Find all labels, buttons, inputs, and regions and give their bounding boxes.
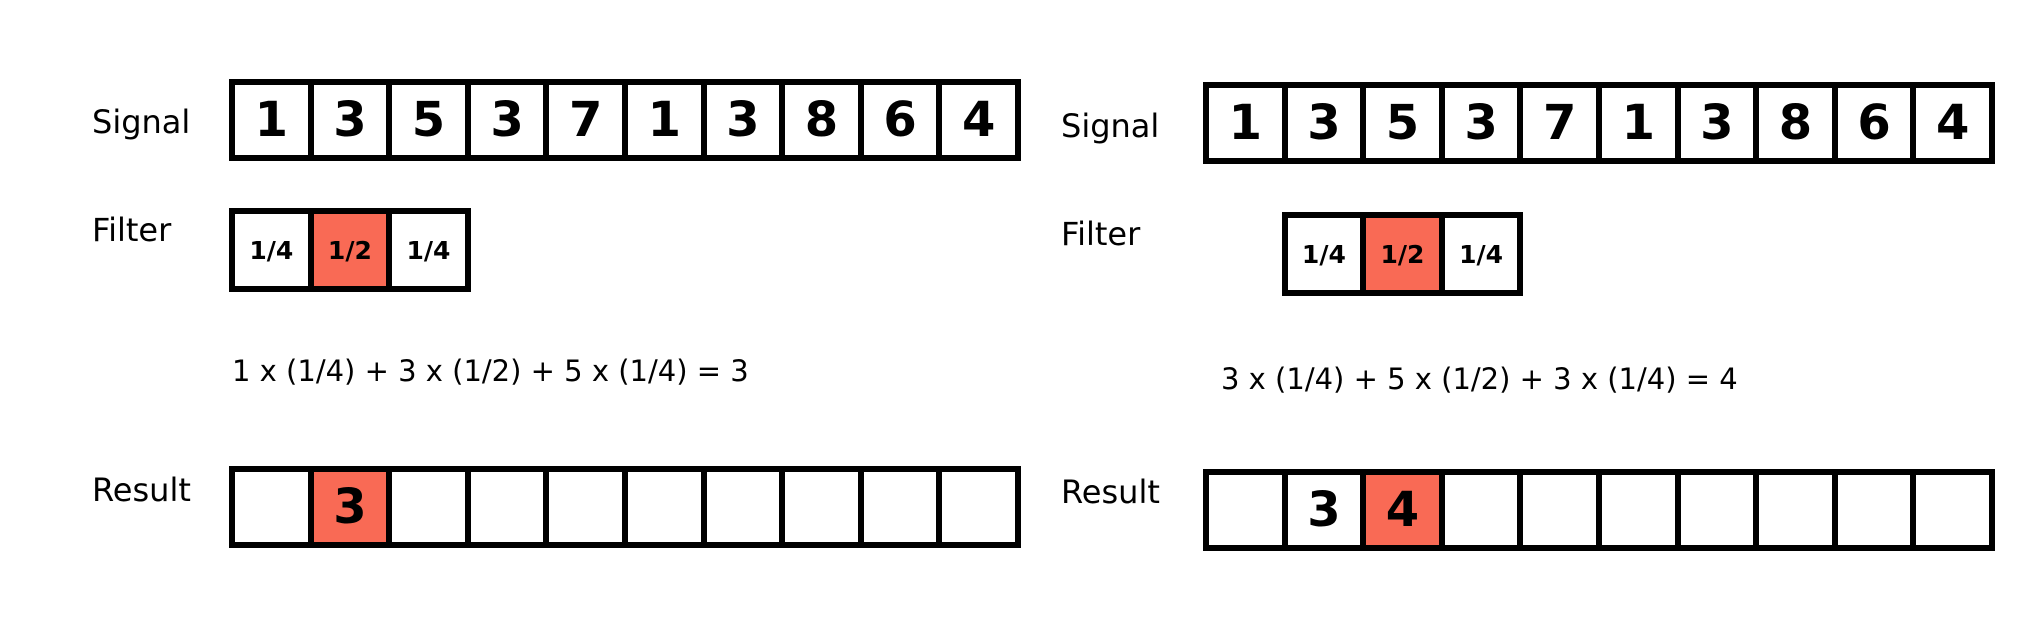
signal-cell: 1 bbox=[1209, 88, 1288, 158]
filter-cell: 1/4 bbox=[235, 214, 314, 286]
filter-cell: 1/4 bbox=[1287, 218, 1367, 290]
signal-cell: 6 bbox=[863, 85, 943, 155]
result-cell bbox=[392, 472, 471, 542]
signal-label: Signal bbox=[92, 103, 191, 141]
filter-cell: 1/4 bbox=[1444, 218, 1524, 290]
result-cell bbox=[1837, 475, 1917, 545]
equation-text: 3 x (1/4) + 5 x (1/2) + 3 x (1/4) = 4 bbox=[1221, 362, 1738, 396]
signal-cell: 1 bbox=[1601, 88, 1681, 158]
result-cell bbox=[785, 472, 864, 542]
signal-cell: 3 bbox=[470, 85, 550, 155]
filter-cell: 1/2 bbox=[1366, 218, 1445, 290]
signal-label: Signal bbox=[1061, 107, 1160, 145]
signal-cell: 7 bbox=[549, 85, 628, 155]
result-cell bbox=[1444, 475, 1524, 545]
result-cell bbox=[1680, 475, 1760, 545]
result-cell: 3 bbox=[1287, 475, 1367, 545]
filter-label: Filter bbox=[1061, 215, 1141, 253]
result-cell bbox=[627, 472, 707, 542]
result-cell bbox=[863, 472, 943, 542]
result-cell bbox=[1601, 475, 1681, 545]
result-cell bbox=[470, 472, 550, 542]
signal-cell: 4 bbox=[1916, 88, 1995, 158]
signal-cell: 3 bbox=[706, 85, 786, 155]
result-cell bbox=[1523, 475, 1602, 545]
filter-cell: 1/2 bbox=[313, 214, 393, 286]
signal-cell: 8 bbox=[785, 85, 864, 155]
signal-cell: 6 bbox=[1837, 88, 1917, 158]
result-cell bbox=[1759, 475, 1838, 545]
result-cell bbox=[706, 472, 786, 542]
result-cell: 3 bbox=[313, 472, 393, 542]
signal-cell: 7 bbox=[1523, 88, 1602, 158]
result-cell bbox=[942, 472, 1021, 542]
signal-cell: 1 bbox=[627, 85, 707, 155]
signal-cell: 3 bbox=[1287, 88, 1367, 158]
filter-cell: 1/4 bbox=[392, 214, 471, 286]
result-label: Result bbox=[92, 471, 191, 509]
signal-cell: 3 bbox=[1680, 88, 1760, 158]
result-cell: 4 bbox=[1366, 475, 1445, 545]
equation-text: 1 x (1/4) + 3 x (1/2) + 5 x (1/4) = 3 bbox=[232, 354, 749, 388]
result-label: Result bbox=[1061, 473, 1160, 511]
result-cell bbox=[1916, 475, 1995, 545]
signal-cell: 3 bbox=[1444, 88, 1524, 158]
signal-cell: 5 bbox=[392, 85, 471, 155]
result-cell bbox=[549, 472, 628, 542]
filter-label: Filter bbox=[92, 211, 172, 249]
signal-cell: 4 bbox=[942, 85, 1021, 155]
result-cell bbox=[1209, 475, 1288, 545]
signal-cell: 5 bbox=[1366, 88, 1445, 158]
result-array: 3 bbox=[229, 466, 1021, 548]
signal-cell: 3 bbox=[313, 85, 393, 155]
result-cell bbox=[235, 472, 314, 542]
signal-cell: 1 bbox=[235, 85, 314, 155]
signal-cell: 8 bbox=[1759, 88, 1838, 158]
